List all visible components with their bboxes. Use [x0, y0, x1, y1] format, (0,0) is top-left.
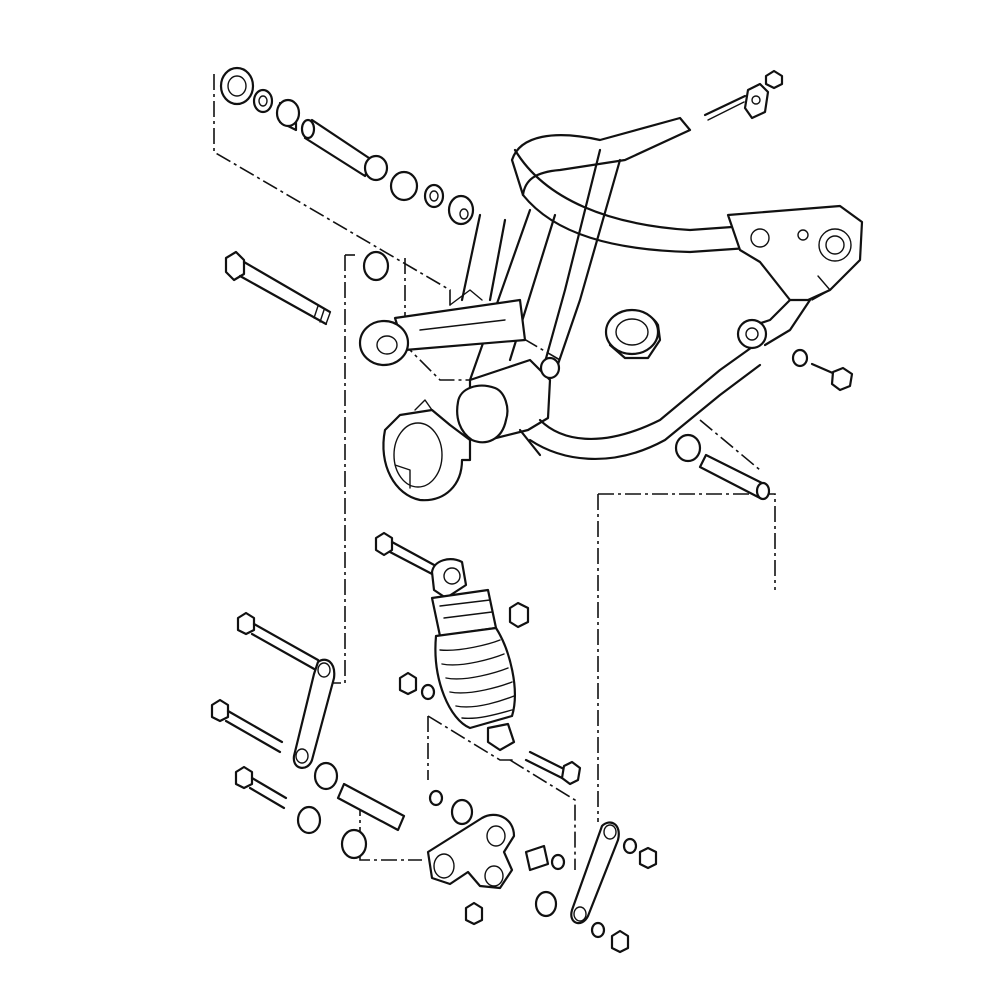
swingarm: [358, 116, 864, 461]
lower-sleeves-left: [296, 761, 406, 860]
oil-seal: [219, 66, 255, 106]
link-sleeve-right: [674, 433, 771, 501]
nut-shock: [398, 671, 418, 696]
tie-rod-left: [292, 658, 336, 769]
axle-cup: [456, 384, 509, 444]
needle-bearing: [275, 98, 301, 128]
top-right-bracket-group: [703, 69, 784, 121]
bushing-upper: [362, 250, 390, 282]
pivot-bolt: [224, 250, 332, 326]
shock-lower-bolt: [524, 750, 582, 786]
washer-2: [423, 183, 445, 209]
shock-absorber: [374, 531, 530, 752]
tie-rod-right: [570, 821, 658, 954]
tie-rod-bolts: [210, 611, 320, 810]
side-bolt-group: [791, 348, 854, 392]
leader-lines: [213, 74, 776, 870]
nut-top: [764, 69, 784, 90]
right-pivot-plate: [726, 204, 864, 302]
washer: [252, 88, 274, 114]
chain-guide-bracket: [743, 82, 770, 120]
adjuster-ring: [382, 399, 472, 502]
pivot-hole: [818, 228, 852, 262]
washer-shock: [420, 683, 436, 701]
pivot-shaft-group: [219, 66, 475, 226]
needle-bearing-2: [389, 170, 419, 202]
relay-arm: [426, 789, 566, 926]
stud-bolt: [703, 94, 747, 117]
swingarm-collar: [604, 308, 662, 360]
left-pivot-boss: [358, 319, 410, 367]
